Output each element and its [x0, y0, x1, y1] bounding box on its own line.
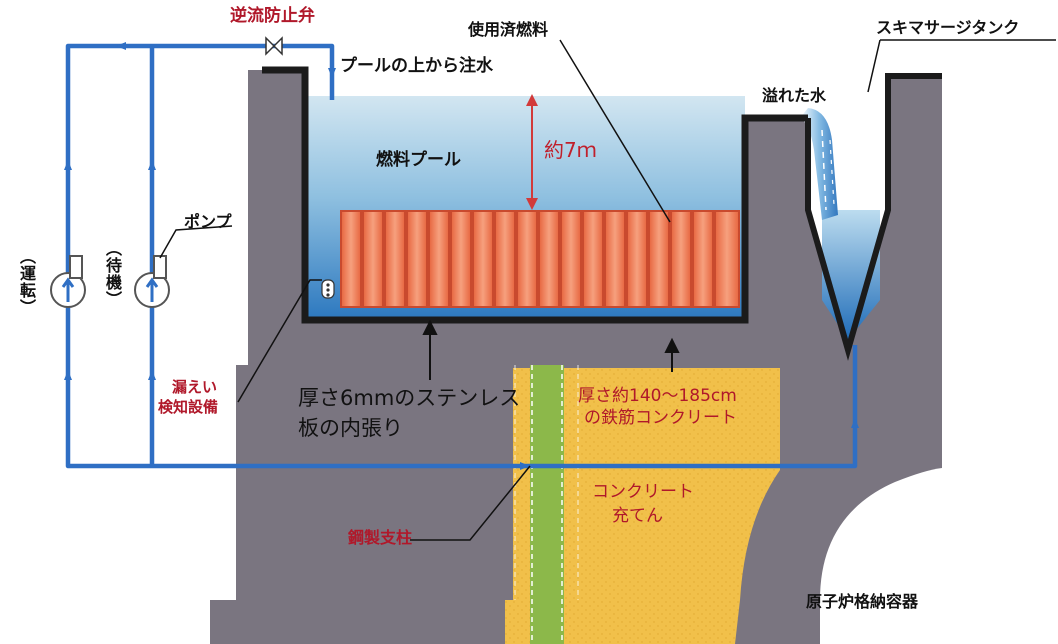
leak-detector-icon	[321, 279, 335, 299]
fuel-assembly	[430, 212, 448, 306]
flow-arrows	[64, 42, 859, 470]
standby-pump-icon	[134, 255, 170, 308]
fuel-assembly	[452, 212, 470, 306]
fuel-assembly	[540, 212, 558, 306]
reactor-vessel-shape	[820, 468, 942, 644]
check-valve-icon	[265, 36, 283, 56]
fuel-assembly	[650, 212, 668, 306]
steel-pillar	[530, 365, 564, 644]
concrete-wall-label-line1: 厚さ約140～185cm	[578, 386, 737, 406]
fuel-assembly	[584, 212, 602, 306]
pump-standby-label: （待機）	[103, 240, 122, 308]
spent-fuel-label: 使用済燃料	[468, 20, 549, 39]
fuel-assembly	[386, 212, 404, 306]
overflow-water-label: 溢れた水	[762, 86, 827, 105]
fuel-assembly	[518, 212, 536, 306]
fuel-assembly	[496, 212, 514, 306]
pump-label: ポンプ	[184, 212, 232, 231]
fuel-assembly	[474, 212, 492, 306]
overflow-waterfall	[800, 108, 838, 220]
fuel-pool-label: 燃料プール	[376, 150, 461, 170]
fuel-racks	[342, 212, 738, 306]
running-pump-icon	[50, 255, 86, 308]
skimmer-tank-label: スキマサージタンク	[876, 18, 1020, 37]
fuel-assembly	[694, 212, 712, 306]
leak-detection-label-line1: 漏えい	[172, 378, 218, 396]
fuel-assembly	[716, 212, 738, 306]
check-valve-label: 逆流防止弁	[230, 6, 315, 26]
concrete-fill-region	[505, 368, 780, 644]
concrete-fill-label-line1: コンクリート	[592, 482, 694, 502]
fuel-assembly	[408, 212, 426, 306]
stainless-label-line1: 厚さ6mmのステンレス	[298, 386, 521, 410]
liner-pointer-arrows	[422, 319, 680, 380]
fuel-assembly	[342, 212, 360, 306]
depth-arrow	[526, 94, 538, 210]
fuel-assembly	[364, 212, 382, 306]
stainless-liner	[262, 66, 808, 324]
fuel-assembly	[562, 212, 580, 306]
pool-injection-label: プールの上から注水	[340, 56, 493, 76]
fuel-assembly	[606, 212, 624, 306]
stainless-label-line2: 板の内張り	[298, 416, 403, 440]
fuel-assembly	[628, 212, 646, 306]
cooling-pipe-loop	[65, 43, 858, 469]
steel-pillar-label: 鋼製支柱	[348, 528, 413, 547]
leak-detection-label-line2: 検知設備	[158, 398, 219, 416]
skimmer-liner	[805, 73, 942, 361]
concrete-wall-label-line2: の鉄筋コンクリート	[584, 408, 737, 428]
pump-running-label: （運転）	[17, 248, 36, 316]
depth-label: 約7ｍ	[544, 138, 597, 162]
leader-lines	[159, 39, 1056, 541]
reactor-vessel-label: 原子炉格納容器	[806, 592, 919, 611]
fuel-assembly	[672, 212, 690, 306]
concrete-fill-label-line2: 充てん	[612, 506, 663, 526]
